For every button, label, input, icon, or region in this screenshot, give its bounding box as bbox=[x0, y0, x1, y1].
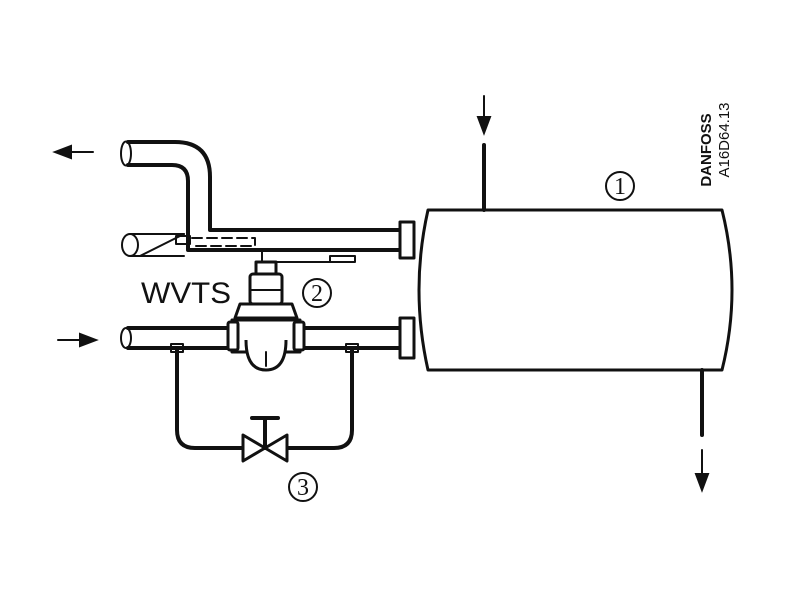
callout-3: 3 bbox=[288, 472, 318, 502]
capillary-tube bbox=[261, 249, 356, 263]
valve-name-label: WVTS bbox=[141, 277, 231, 310]
callout-2: 2 bbox=[302, 278, 332, 308]
callout-1-number: 1 bbox=[614, 174, 626, 200]
inlet-arrow bbox=[57, 332, 99, 348]
condenser-tank bbox=[398, 143, 734, 437]
top-inlet-arrow bbox=[476, 95, 492, 136]
manual-valve bbox=[241, 416, 289, 463]
outlet-pipe bbox=[120, 140, 407, 252]
drawing-code-label: A16D64.13 bbox=[716, 102, 733, 177]
brand-label: DANFOSS bbox=[698, 113, 715, 186]
callout-2-number: 2 bbox=[311, 281, 323, 307]
sensor-bulb bbox=[121, 233, 256, 257]
wvts-valve bbox=[226, 260, 306, 372]
bottom-outlet-arrow bbox=[694, 449, 710, 493]
callout-3-number: 3 bbox=[297, 475, 309, 501]
bypass-line bbox=[170, 343, 359, 450]
outlet-arrow bbox=[52, 144, 94, 160]
callout-1: 1 bbox=[605, 171, 635, 201]
